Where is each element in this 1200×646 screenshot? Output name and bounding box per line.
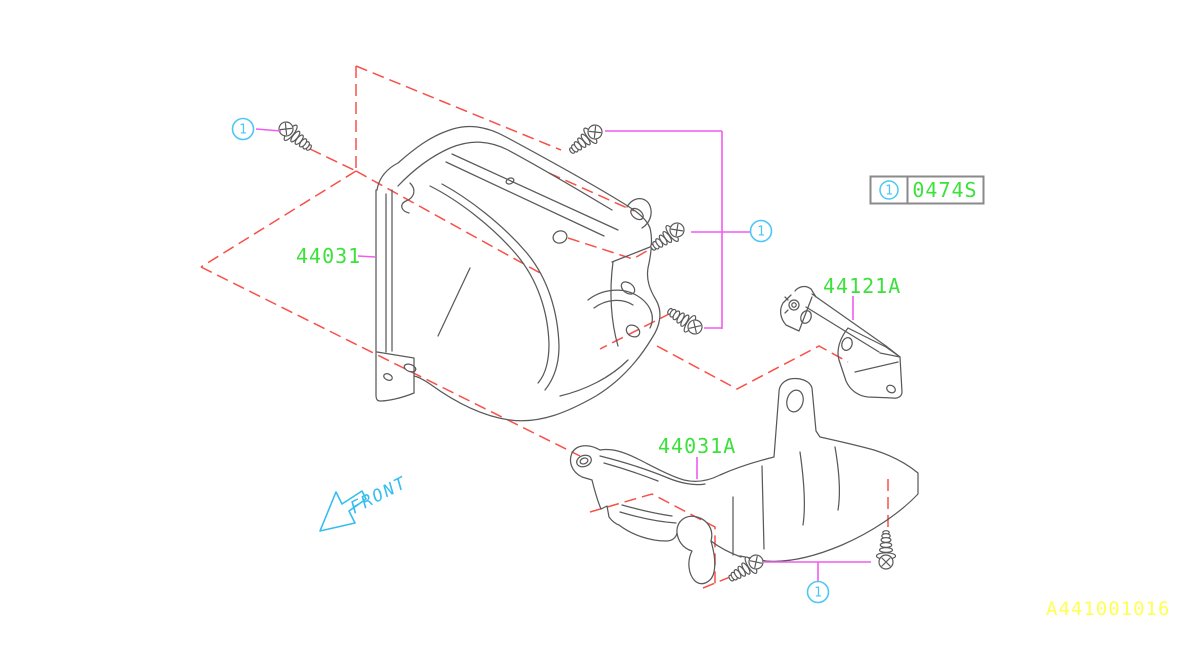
fastener-ref-1-topleft[interactable]: 1 [231,117,255,141]
front-arrow-icon [319,490,367,532]
fastener-ref-1-right[interactable]: 1 [749,219,773,243]
part-line-art [273,116,919,588]
screw-icon [564,119,608,160]
fastener-ref-number: 1 [814,586,822,601]
projection-dashed-lines [200,65,889,589]
screw-icon [723,549,768,588]
callout-ref-circle [879,180,899,200]
callout-box[interactable]: 1 0474S [869,175,985,205]
screw-icon [875,530,897,570]
screw-icon [273,116,317,157]
part-label-44031A[interactable]: 44031A [658,434,736,458]
screw-icon [662,301,707,340]
front-arrow: FRONT [319,473,411,532]
lower-cover-art [569,377,919,585]
screw-icon [645,217,689,257]
part-label-44031[interactable]: 44031 [296,244,361,268]
callout-part-code: 0474S [912,178,977,202]
fastener-ref-number: 1 [757,225,765,240]
fastener-ref-1-bottom[interactable]: 1 [806,580,830,604]
leader-lines [255,128,871,581]
bracket-art [779,285,903,399]
front-label: FRONT [347,473,411,519]
fastener-ref-number: 1 [239,123,247,138]
main-cover-art [375,125,661,422]
drawing-code: A441001016 [1046,598,1170,620]
callout-ref-number: 1 [885,184,893,199]
part-label-44121A[interactable]: 44121A [823,274,901,298]
